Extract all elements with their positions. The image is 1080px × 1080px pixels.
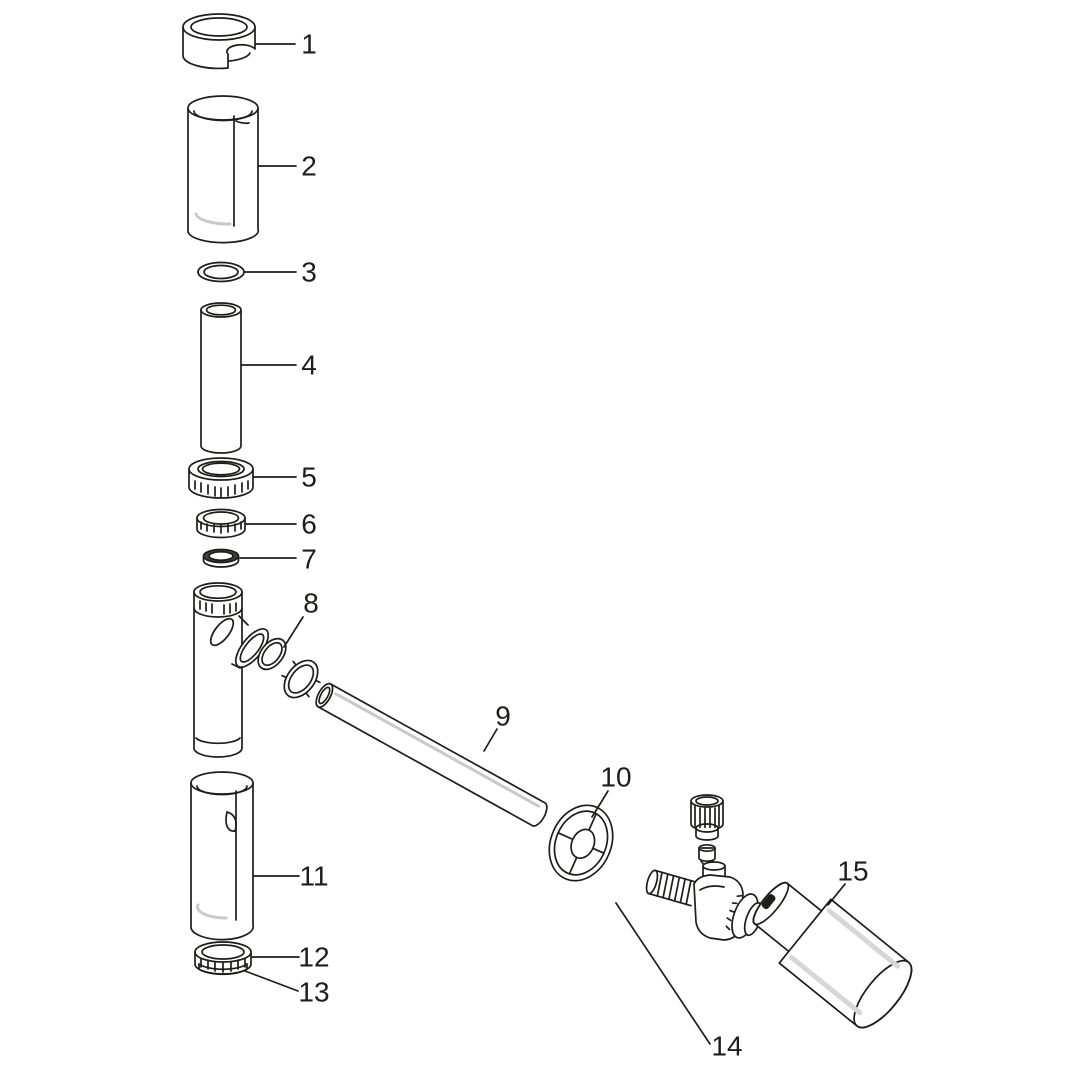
part-9-outlet-tube bbox=[315, 682, 548, 827]
part-6-threaded-ring bbox=[196, 508, 246, 539]
part-label-1: 1 bbox=[301, 29, 317, 60]
leader-line-15 bbox=[827, 883, 846, 906]
part-4-immersion-tube bbox=[200, 302, 242, 454]
part-label-12: 12 bbox=[298, 942, 329, 973]
leader-line-10 bbox=[591, 790, 609, 818]
part-8-seal-and-nut bbox=[257, 637, 321, 699]
part-label-5: 5 bbox=[301, 462, 317, 493]
valve-connector-nut bbox=[690, 794, 724, 841]
leader-line-9 bbox=[483, 728, 498, 752]
part-label-6: 6 bbox=[301, 509, 317, 540]
valve-screw bbox=[698, 843, 716, 867]
part-label-7: 7 bbox=[301, 544, 317, 575]
part-label-14: 14 bbox=[711, 1031, 742, 1062]
dimension-line-14 bbox=[615, 902, 711, 1045]
part-label-2: 2 bbox=[301, 151, 317, 182]
part-3-o-ring bbox=[197, 261, 245, 283]
part-label-8: 8 bbox=[303, 588, 319, 619]
leader-line-8 bbox=[283, 616, 304, 648]
part-14-angle-valve bbox=[645, 794, 764, 941]
part-label-10: 10 bbox=[600, 762, 631, 793]
valve-body bbox=[693, 861, 744, 941]
part-label-11: 11 bbox=[299, 861, 328, 892]
part-label-3: 3 bbox=[301, 257, 317, 288]
part-label-13: 13 bbox=[298, 977, 329, 1008]
trap-tee-body bbox=[193, 582, 270, 758]
part-15-valve-cover bbox=[752, 881, 913, 1029]
valve-inlet-nipple bbox=[645, 869, 699, 907]
part-label-4: 4 bbox=[301, 350, 317, 381]
part-label-9: 9 bbox=[495, 701, 511, 732]
part-11-housing-cup-lower bbox=[190, 771, 255, 941]
part-labels: 1 2 3 4 5 6 7 8 9 10 11 12 13 14 15 bbox=[298, 29, 868, 1062]
part-7-seal-ring bbox=[202, 548, 240, 568]
cover-slot bbox=[761, 894, 776, 910]
part-label-15: 15 bbox=[837, 856, 868, 887]
part-2-housing-cup-upper bbox=[187, 95, 260, 244]
leader-line-13 bbox=[244, 970, 299, 992]
part-1-open-ring bbox=[182, 13, 256, 70]
part-5-union-nut bbox=[188, 457, 254, 499]
part-10-wall-flange bbox=[548, 804, 614, 882]
leader-lines bbox=[239, 43, 846, 1045]
